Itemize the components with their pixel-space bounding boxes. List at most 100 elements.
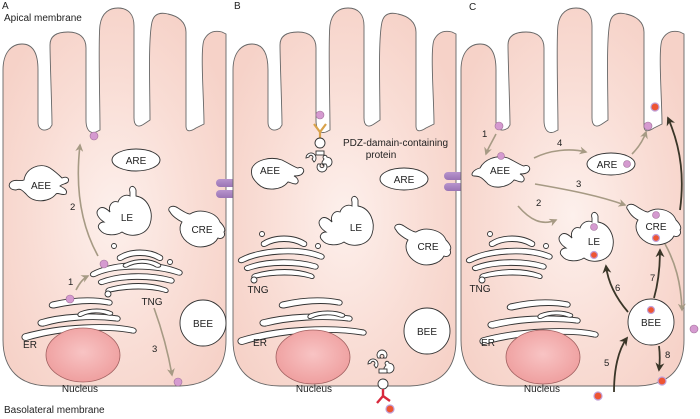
cargo-vesicle-b-basal: [385, 404, 395, 414]
arrow-2-c: [517, 205, 558, 227]
le-organelle-b: [318, 195, 374, 246]
arrow-label-2-c: 2: [536, 198, 541, 209]
er-label-b: ER: [253, 338, 267, 349]
aee-label-c: AEE: [490, 166, 510, 177]
panel-letter-a: A: [2, 1, 9, 12]
arrow-cre-to-basolateral-c: [664, 243, 686, 312]
arrow-8-c: [655, 345, 665, 372]
cargo-vesicle-b-apical: [315, 110, 325, 120]
cargo-vesicle-c-apical-3: [650, 102, 660, 112]
are-organelle-b: [379, 167, 429, 191]
nucleus-label-b: Nucleus: [296, 384, 332, 395]
arrow-7-c: [653, 248, 665, 299]
pdz-annotation-line2: protein: [366, 150, 397, 161]
arrow-label-5-c: 5: [604, 358, 609, 369]
arrow-5-c: [613, 336, 629, 393]
cargo-vesicle-c-basal-2: [657, 376, 667, 386]
cargo-cre-c-2: [651, 233, 661, 243]
arrow-cre-to-apical-c: [666, 116, 683, 211]
bee-label-a: BEE: [193, 319, 213, 330]
nucleus-label-a: Nucleus: [62, 384, 98, 395]
nucleus-b: [275, 329, 351, 385]
nucleus-label-c: Nucleus: [524, 384, 560, 395]
cargo-aee-c: [497, 152, 505, 160]
arrow-label-8-c: 8: [665, 350, 670, 361]
arrow-label-3-a: 3: [152, 344, 157, 355]
arrow-1-c: [484, 133, 497, 156]
receptor-basal-b: [376, 389, 391, 404]
cre-label-c: CRE: [645, 222, 666, 233]
receptor-apical-b: [313, 123, 327, 138]
panel-a: A Apical membrane ARE AEE LE CRE: [2, 1, 227, 416]
arrow-3-a: [153, 307, 175, 377]
bee-organelle-a: [179, 299, 227, 347]
le-label-c: LE: [588, 237, 601, 248]
arrow-2-a: [75, 143, 99, 257]
arrow-are-to-apical-c: [631, 130, 648, 155]
tng-golgi-a: [89, 243, 183, 298]
cargo-vesicle-c-basal-1: [593, 391, 603, 401]
cargo-are-c: [623, 160, 631, 168]
er-c: [479, 299, 599, 345]
bee-organelle-c: [627, 298, 675, 346]
nucleus-c: [505, 329, 581, 385]
arrow-4-c: [533, 146, 588, 159]
aee-organelle-c: [471, 156, 531, 188]
cargo-vesicle-a-golgi: [99, 259, 109, 269]
cargo-cre-c-1: [652, 211, 660, 219]
cargo-le-c-2: [589, 250, 599, 260]
bee-organelle-b: [403, 307, 451, 355]
cargo-vesicle-c-extracellular: [689, 324, 699, 334]
cargo-vesicle-a-apical: [89, 131, 99, 141]
arrow-1-a: [75, 275, 90, 291]
aee-organelle-b: [251, 157, 305, 190]
aee-label-a: AEE: [31, 181, 51, 192]
are-label-c: ARE: [597, 160, 618, 171]
tng-label-c: TNG: [469, 284, 490, 295]
tng-label-b: TNG: [247, 285, 268, 296]
panel-b: B PDZ-damain-containing protein AEE ARE …: [232, 1, 457, 414]
arrow-label-2-a: 2: [70, 202, 75, 213]
pdz-protein-complex-basal: [367, 349, 395, 390]
le-label-a: LE: [121, 213, 134, 224]
cargo-vesicle-c-apical-1: [494, 121, 504, 131]
er-label-a: ER: [23, 340, 37, 351]
cre-label-a: CRE: [191, 225, 212, 236]
arrow-label-1-a: 1: [68, 277, 73, 288]
cre-organelle-c: [626, 203, 682, 246]
arrow-label-6-c: 6: [615, 283, 620, 294]
tng-golgi-c: [465, 231, 553, 284]
pdz-protein-complex-apical: [305, 137, 333, 173]
pdz-annotation-line1: PDZ-damain-containing: [343, 138, 448, 149]
tng-label-a: TNG: [141, 297, 162, 308]
cargo-le-c-1: [590, 223, 598, 231]
cargo-vesicle-a-basal: [173, 377, 183, 387]
er-a: [21, 297, 137, 341]
arrow-label-3-c: 3: [576, 179, 581, 190]
cargo-vesicle-c-apical-2: [643, 121, 653, 131]
basolateral-membrane-label: Basolateral membrane: [4, 405, 105, 416]
arrow-label-1-c: 1: [482, 129, 487, 140]
apical-membrane-label: Apical membrane: [4, 13, 82, 24]
cargo-bee-c: [646, 305, 656, 315]
cre-organelle-b: [394, 223, 452, 266]
aee-organelle-a: [8, 165, 69, 202]
are-organelle-c: [586, 152, 636, 176]
nucleus-a: [45, 327, 121, 383]
aee-label-b: AEE: [260, 166, 280, 177]
arrow-label-4-c: 4: [557, 138, 562, 149]
er-b: [237, 297, 367, 345]
arrow-6-c: [602, 264, 629, 313]
are-label-a: ARE: [126, 156, 147, 167]
er-label-c: ER: [481, 338, 495, 349]
le-organelle-c: [558, 211, 614, 262]
cre-label-b: CRE: [417, 242, 438, 253]
le-organelle-a: [96, 185, 152, 236]
cre-organelle-a: [168, 205, 226, 248]
tng-golgi-b: [237, 231, 325, 284]
le-label-b: LE: [350, 223, 363, 234]
bee-label-b: BEE: [417, 327, 437, 338]
panel-c: C AEE ARE LE CRE: [460, 2, 699, 401]
arrow-label-7-c: 7: [650, 273, 655, 284]
